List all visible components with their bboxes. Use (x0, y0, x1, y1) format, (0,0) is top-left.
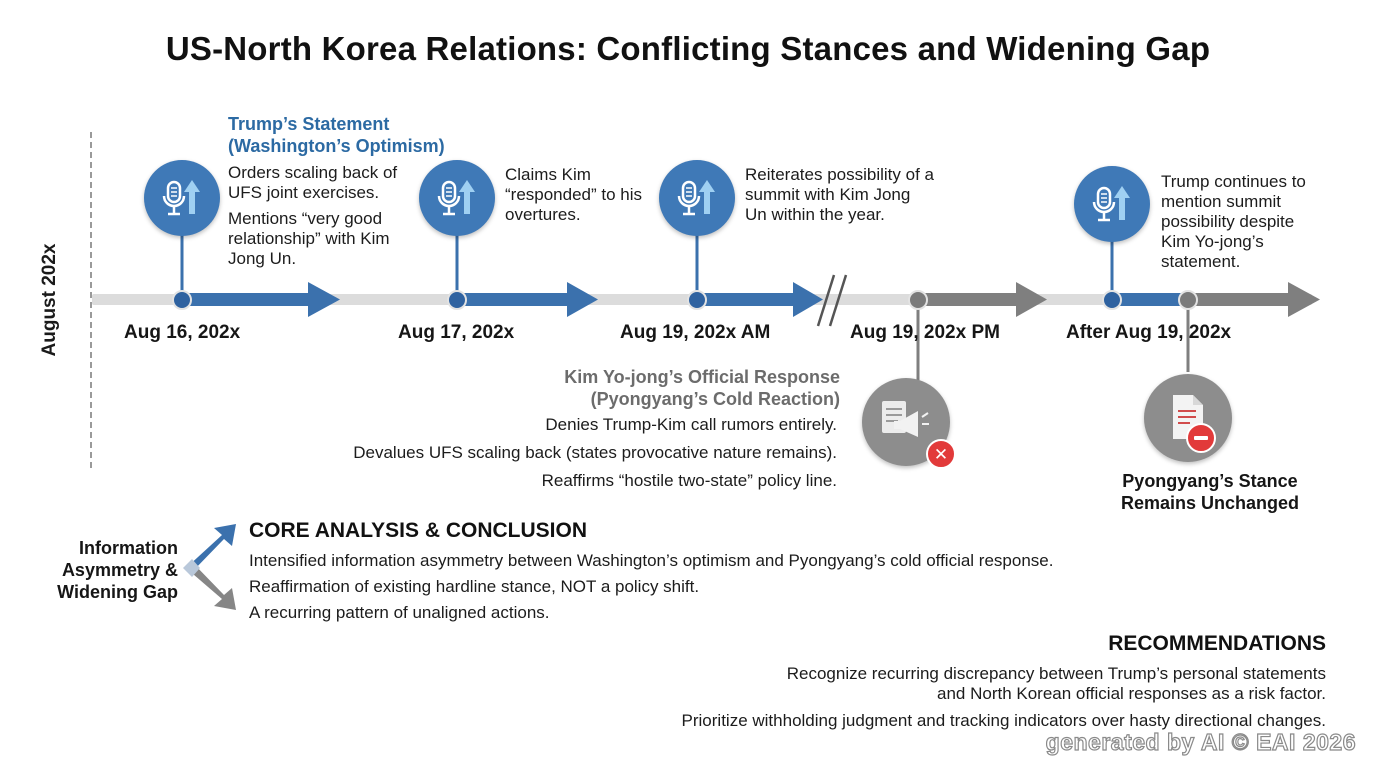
analysis-points: Intensified information asymmetry betwee… (249, 551, 1149, 623)
analysis-point: Reaffirmation of existing hardline stanc… (249, 577, 700, 596)
recommendations-list: Recognize recurring discrepancy between … (560, 664, 1326, 731)
period-divider (90, 132, 92, 468)
timeline-arrow-1 (182, 282, 340, 317)
analysis-heading: CORE ANALYSIS & CONCLUSION (249, 519, 587, 542)
nk-point: Denies Trump-Kim call rumors entirely. (545, 415, 837, 434)
recommendation-line: Recognize recurring discrepancy between … (786, 664, 1326, 683)
us-event-4-mic-up-icon (1074, 166, 1150, 242)
timeline-break-icon (816, 274, 848, 327)
timeline-date-3: Aug 19, 202x AM (620, 322, 771, 343)
watermark: generated by AI © EAI 2026 (1045, 728, 1356, 755)
timeline-dot (1178, 290, 1198, 310)
minus-icon (1186, 423, 1216, 453)
us-event-2-mic-up-icon (419, 160, 495, 236)
recommendations-heading: RECOMMENDATIONS (1108, 632, 1326, 655)
us-event-3-text: Reiterates possibility of a summit with … (745, 165, 934, 224)
analysis-point: A recurring pattern of unaligned actions… (249, 603, 550, 622)
nk-section-heading: Kim Yo-jong’s Official Response (Pyongya… (564, 367, 840, 409)
timeline-arrow-2 (457, 282, 598, 317)
reject-x-icon: ✕ (926, 439, 956, 469)
us-event-4-text: Trump continues to mention summit possib… (1161, 172, 1306, 271)
timeline-dot (908, 290, 928, 310)
gap-arrows-icon (183, 524, 236, 610)
timeline-date-4: Aug 19, 202x PM (850, 322, 1000, 343)
timeline-dot (1102, 290, 1122, 310)
recommendation-line: and North Korean official responses as a… (937, 684, 1326, 703)
timeline-dot (447, 290, 467, 310)
us-event-2-text: Claims Kim “responded” to his overtures. (505, 165, 643, 224)
nk-point: Reaffirms “hostile two-state” policy lin… (541, 471, 837, 490)
timeline-date-5: After Aug 19, 202x (1066, 322, 1232, 343)
timeline-arrow-5 (1112, 282, 1320, 317)
timeline-arrow-4 (918, 282, 1047, 317)
timeline-date-1: Aug 16, 202x (124, 322, 241, 343)
gap-label: Information Asymmetry & Widening Gap (57, 538, 178, 602)
timeline-date-2: Aug 17, 202x (398, 322, 515, 343)
nk-point: Devalues UFS scaling back (states provoc… (353, 443, 837, 462)
analysis-point: Intensified information asymmetry betwee… (249, 551, 1054, 570)
us-event-1-text: Orders scaling back of UFS joint exercis… (228, 163, 398, 268)
recommendation-line: Prioritize withholding judgment and trac… (681, 711, 1326, 730)
us-event-3-mic-up-icon (659, 160, 735, 236)
us-section-heading: Trump’s Statement (Washington’s Optimism… (228, 114, 445, 156)
timeline-dot (687, 290, 707, 310)
us-event-1-mic-up-icon (144, 160, 220, 236)
page-title: US-North Korea Relations: Conflicting St… (165, 30, 1211, 67)
timeline-arrow-3 (697, 282, 823, 317)
nk-stance-label: Pyongyang’s Stance Remains Unchanged (1120, 471, 1300, 513)
timeline-dot (172, 290, 192, 310)
nk-stance-document-icon (1144, 374, 1232, 462)
nk-points-list: Denies Trump-Kim call rumors entirely. D… (300, 415, 837, 491)
